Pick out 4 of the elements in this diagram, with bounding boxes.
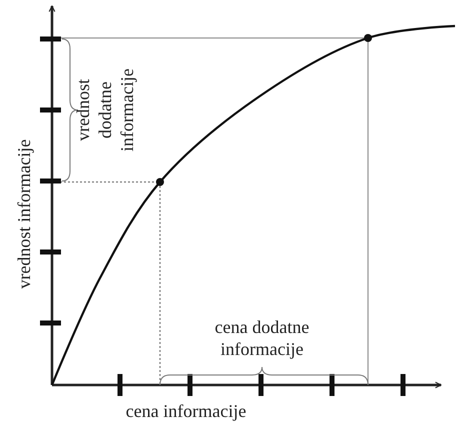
axis-title: vrednost informacije: [13, 138, 35, 291]
brace-label: cena dodatne informacije: [214, 316, 310, 360]
brace-label: vrednost dodatne informacije: [72, 68, 138, 154]
axis-title: cena informacije: [124, 400, 248, 422]
